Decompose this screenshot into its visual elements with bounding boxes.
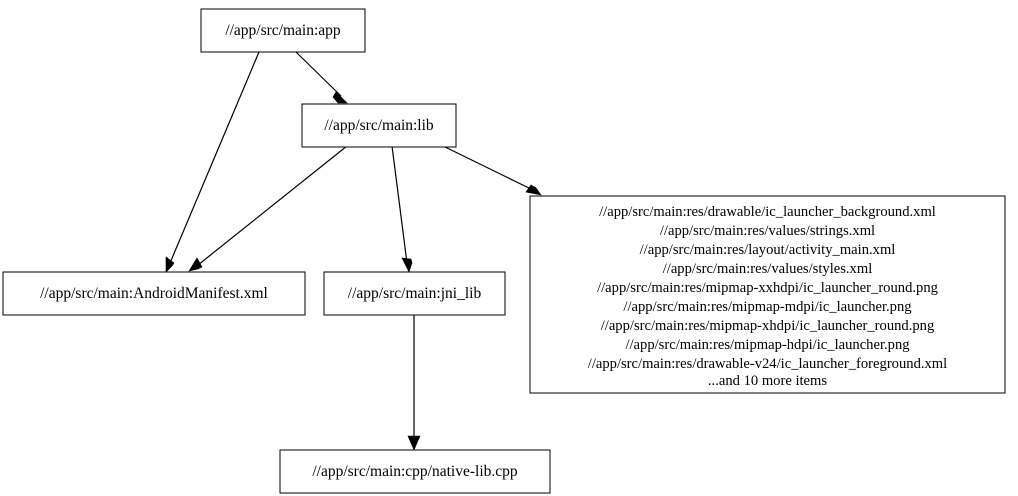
resources-line-9: ...and 10 more items [708, 373, 827, 389]
node-app[interactable]: //app/src/main:app [200, 8, 366, 53]
node-resources-list[interactable]: //app/src/main:res/drawable/ic_launcher_… [529, 195, 1006, 394]
edge-jni-lib-to-native-lib [407, 315, 421, 451]
node-box[interactable] [200, 8, 366, 53]
node-jni-lib[interactable]: //app/src/main:jni_lib [323, 271, 506, 316]
node-lib[interactable]: //app/src/main:lib [301, 103, 457, 148]
resources-line-6: //app/src/main:res/mipmap-xhdpi/ic_launc… [601, 318, 935, 334]
node-lib-label: //app/src/main:lib [324, 117, 434, 134]
node-box[interactable] [323, 271, 506, 316]
edges-layer [165, 51, 542, 451]
node-native-lib-cpp-label: //app/src/main:cpp/native-lib.cpp [312, 463, 518, 480]
resources-line-5: //app/src/main:res/mipmap-mdpi/ic_launch… [623, 299, 912, 315]
edge-app-to-lib [295, 51, 348, 104]
node-box[interactable] [279, 449, 551, 494]
edge-line [442, 145, 534, 191]
edge-lib-to-resources [442, 145, 542, 196]
node-jni-lib-label: //app/src/main:jni_lib [348, 285, 482, 302]
edge-line [391, 145, 408, 264]
resources-line-8: //app/src/main:res/drawable-v24/ic_launc… [588, 356, 947, 372]
arrowhead-icon [401, 257, 413, 273]
resources-line-1: //app/src/main:res/values/strings.xml [660, 223, 875, 239]
resources-line-2: //app/src/main:res/layout/activity_main.… [640, 242, 896, 258]
node-box[interactable] [529, 195, 1006, 394]
node-app-label: //app/src/main:app [225, 22, 341, 39]
arrowhead-icon [407, 435, 421, 451]
nodes-layer: //app/src/main:app //app/src/main:lib //… [2, 8, 1006, 494]
arrowhead-icon [188, 257, 203, 272]
edge-line [169, 51, 260, 264]
node-box[interactable] [301, 103, 457, 148]
edge-line [295, 51, 342, 97]
arrowhead-icon [332, 91, 348, 104]
node-android-manifest[interactable]: //app/src/main:AndroidManifest.xml [2, 271, 306, 316]
edge-line [197, 145, 348, 266]
arrowhead-icon [525, 184, 542, 196]
edge-app-to-manifest [165, 51, 260, 273]
edge-lib-to-jni-lib [391, 145, 413, 273]
resources-line-7: //app/src/main:res/mipmap-hdpi/ic_launch… [625, 337, 910, 353]
arrowhead-icon [165, 256, 175, 273]
node-native-lib-cpp[interactable]: //app/src/main:cpp/native-lib.cpp [279, 449, 551, 494]
resources-line-0: //app/src/main:res/drawable/ic_launcher_… [599, 204, 936, 220]
edge-lib-to-manifest [188, 145, 348, 272]
node-android-manifest-label: //app/src/main:AndroidManifest.xml [40, 285, 268, 302]
node-box[interactable] [2, 271, 306, 316]
resources-line-3: //app/src/main:res/values/styles.xml [663, 261, 873, 277]
resources-line-4: //app/src/main:res/mipmap-xxhdpi/ic_laun… [597, 280, 939, 296]
